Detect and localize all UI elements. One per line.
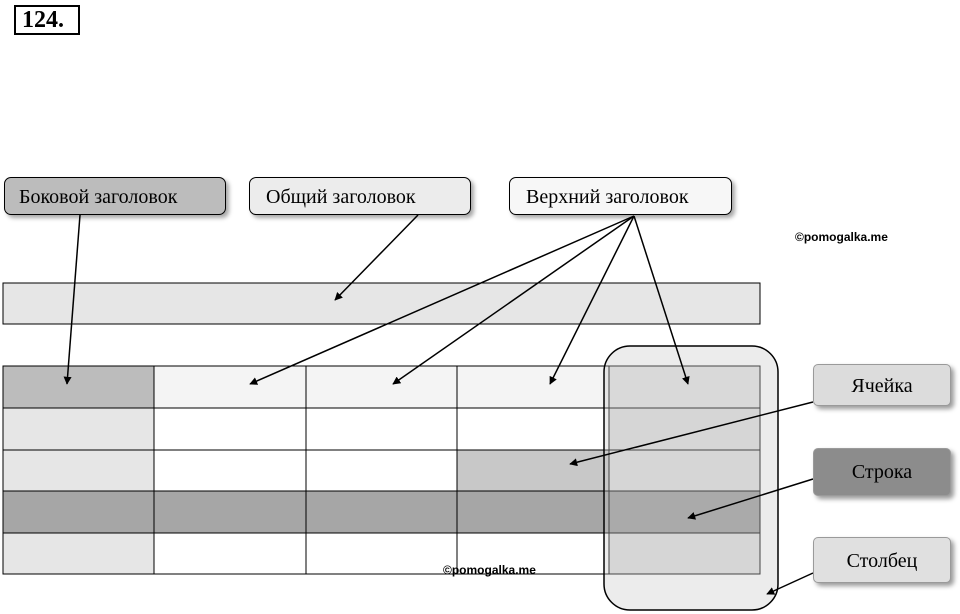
side-header-label: Боковой заголовок	[4, 177, 226, 215]
top-header-cell	[456, 365, 610, 409]
highlighted-row-cell	[153, 490, 307, 534]
column-cell	[608, 449, 761, 492]
highlighted-row-cell	[2, 490, 155, 534]
side-cell	[2, 532, 155, 575]
table-cell	[456, 407, 610, 451]
arrows	[63, 214, 814, 595]
arrow-cell	[569, 401, 814, 467]
table-cell	[305, 407, 458, 451]
arrow-top-header-4	[633, 215, 690, 385]
highlighted-row-cell	[305, 490, 458, 534]
watermark: ©pomogalka.me	[443, 563, 536, 577]
column-highlight	[603, 345, 779, 611]
top-header-cell	[305, 365, 458, 409]
column-cell	[608, 407, 761, 451]
side-cell	[2, 449, 155, 492]
table-cell	[456, 532, 610, 575]
table-cell	[153, 407, 307, 451]
arrow-top-header-2	[392, 215, 635, 385]
task-number: 124.	[14, 5, 80, 35]
highlighted-row-cell	[608, 490, 761, 534]
top-header-label: Верхний заголовок	[509, 177, 732, 215]
side-header-cell	[2, 365, 155, 409]
cell-label: Ячейка	[813, 364, 951, 406]
table-cell	[153, 532, 307, 575]
common-header-label: Общий заголовок	[249, 177, 471, 215]
row-label: Строка	[813, 448, 951, 496]
top-header-cell	[153, 365, 307, 409]
arrow-side-header	[63, 214, 81, 385]
arrow-column	[766, 572, 814, 595]
table-cell	[305, 449, 458, 492]
table-cell	[153, 449, 307, 492]
watermark: ©pomogalka.me	[795, 230, 888, 244]
general-header-bar	[2, 282, 761, 325]
column-label: Столбец	[813, 537, 951, 583]
column-cell	[608, 532, 761, 575]
highlighted-row-cell	[456, 490, 610, 534]
table-cell	[305, 532, 458, 575]
arrow-common-header	[334, 214, 419, 301]
arrow-top-header-1	[249, 215, 635, 385]
arrow-top-header-3	[549, 215, 635, 385]
side-cell	[2, 407, 155, 451]
highlighted-cell	[456, 449, 610, 492]
arrow-row	[687, 478, 814, 520]
